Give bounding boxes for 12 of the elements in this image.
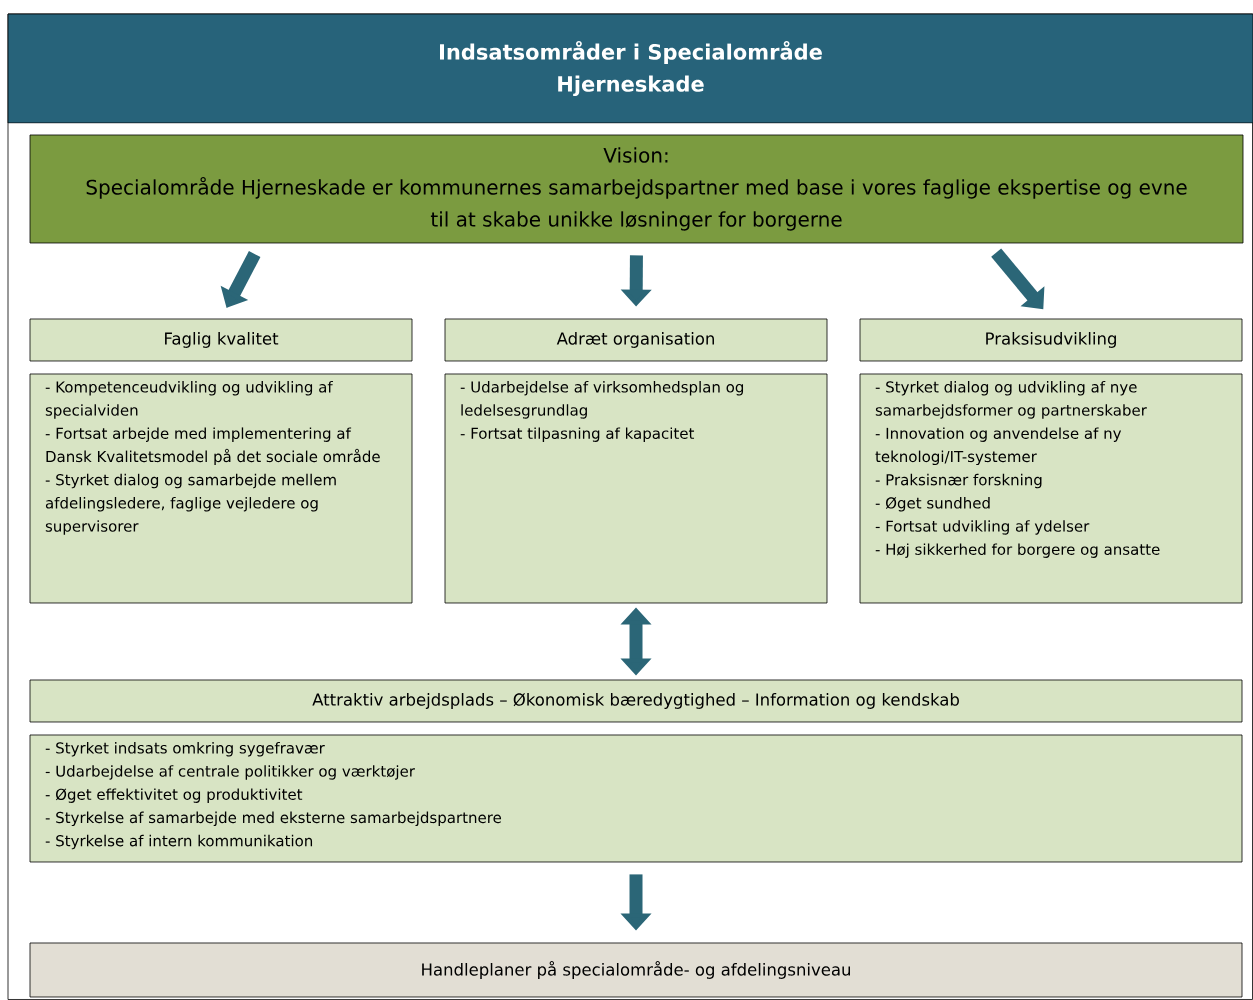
bullet-list-box: - Kompetenceudvikling og udvikling af specialviden - Fortsat arbejde med implementering af Dansk Kvalitetsmodel på det sociale område - Styrket dialog og samarbejde mellem afdelingsledere, faglige vejledere og supervisorer: [29, 373, 413, 604]
heading-box: Praksisudvikling: [859, 318, 1243, 362]
bullet-list-box: - Styrket indsats omkring sygefravær - Udarbejdelse af centrale politikker og værktøjer - Øget effektivitet og produktivitet - Styrkelse af samarbejde med eksterne samarbejdspartnere - Styrkelse af intern kommunikation: [29, 734, 1243, 863]
action-plan-box: Handleplaner på specialområde- og afdelingsniveau: [29, 942, 1243, 998]
bullet-list-box: - Udarbejdelse af virksomhedsplan og ledelsesgrundlag - Fortsat tilpasning af kapacitet: [444, 373, 828, 604]
heading-box: Attraktiv arbejdsplads – Økonomisk bæredygtighed – Information og kendskab: [29, 679, 1243, 723]
heading-box: Adræt organisation: [444, 318, 828, 362]
title-band: Indsatsområder i Specialområde Hjerneskade: [7, 13, 1253, 124]
block-arrow: [991, 248, 1045, 310]
bullet-list-box: - Styrket dialog og udvikling af nye samarbejdsformer og partnerskaber - Innovation og anvendelse af ny teknologi/IT-systemer - Praksisnær forskning - Øget sundhed - Fortsat udvikling af ydelser - Høj sikkerhed for borgere og ansatte: [859, 373, 1243, 604]
vision-box: Vision: Specialområde Hjerneskade er kommunernes samarbejdspartner med base i vores faglige ekspertise og evne til at skabe unikke løsninger for borgerne: [29, 134, 1244, 244]
heading-box: Faglig kvalitet: [29, 318, 413, 362]
